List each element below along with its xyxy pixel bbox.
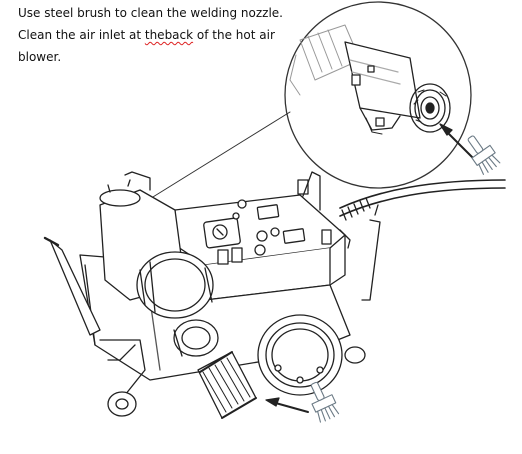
steel-brush-icon [467, 135, 501, 175]
instructions-text: Use steel brush to clean the welding noz… [18, 2, 298, 68]
bottom-arrow [265, 397, 309, 413]
instruction-line-1: Use steel brush to clean the welding noz… [18, 6, 283, 20]
detail-magnifier [284, 1, 476, 189]
welding-machine-body [43, 171, 381, 419]
instruction-line-3: blower. [18, 50, 62, 64]
instruction-line-2: Clean the air inlet at theback of the ho… [18, 28, 275, 42]
detail-leader-line [139, 111, 291, 206]
steel-brush-icon [310, 381, 340, 423]
spellcheck-flagged-word: theback [144, 28, 194, 42]
air-hose [339, 179, 506, 221]
